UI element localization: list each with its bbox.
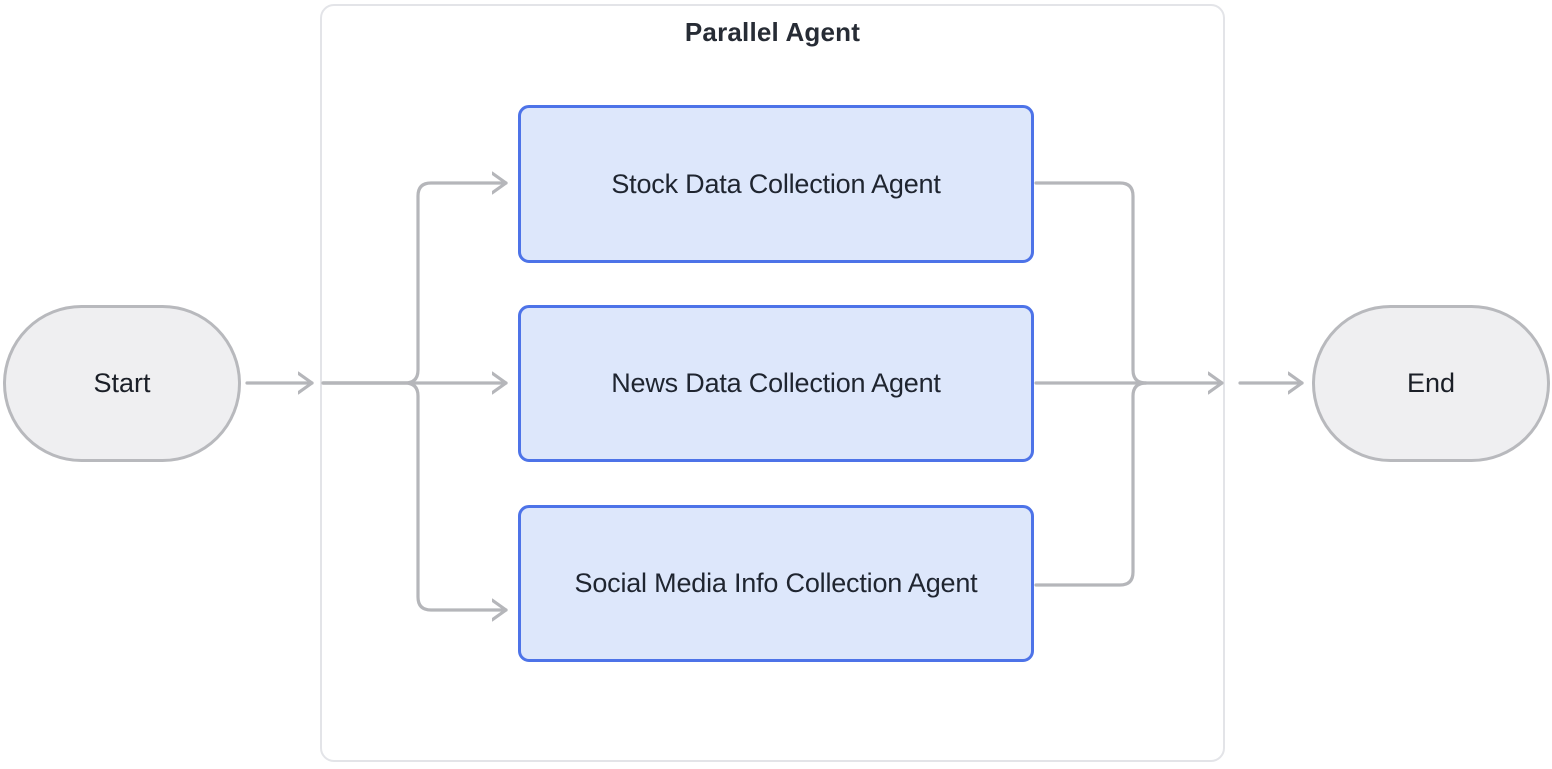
end-node: End: [1312, 305, 1550, 462]
news-agent-label: News Data Collection Agent: [611, 368, 941, 398]
news-data-collection-agent-node: News Data Collection Agent: [518, 305, 1034, 462]
edge-fanout-to-stock-agent: [321, 183, 508, 385]
stock-agent-label: Stock Data Collection Agent: [611, 168, 941, 199]
edge-social-agent-to-merge: [1034, 381, 1148, 587]
start-node-label: Start: [93, 368, 151, 398]
edge-fanout-to-social-agent: [321, 381, 508, 610]
social-agent-label: Social Media Info Collection Agent: [574, 568, 978, 598]
parallel-agent-title: Parallel Agent: [684, 17, 861, 47]
stock-data-collection-agent-node: Stock Data Collection Agent: [518, 105, 1034, 263]
social-media-info-collection-agent-node: Social Media Info Collection Agent: [518, 505, 1034, 662]
edge-stock-agent-to-merge: [1034, 181, 1148, 385]
end-node-label: End: [1406, 368, 1456, 398]
start-node: Start: [3, 305, 241, 462]
